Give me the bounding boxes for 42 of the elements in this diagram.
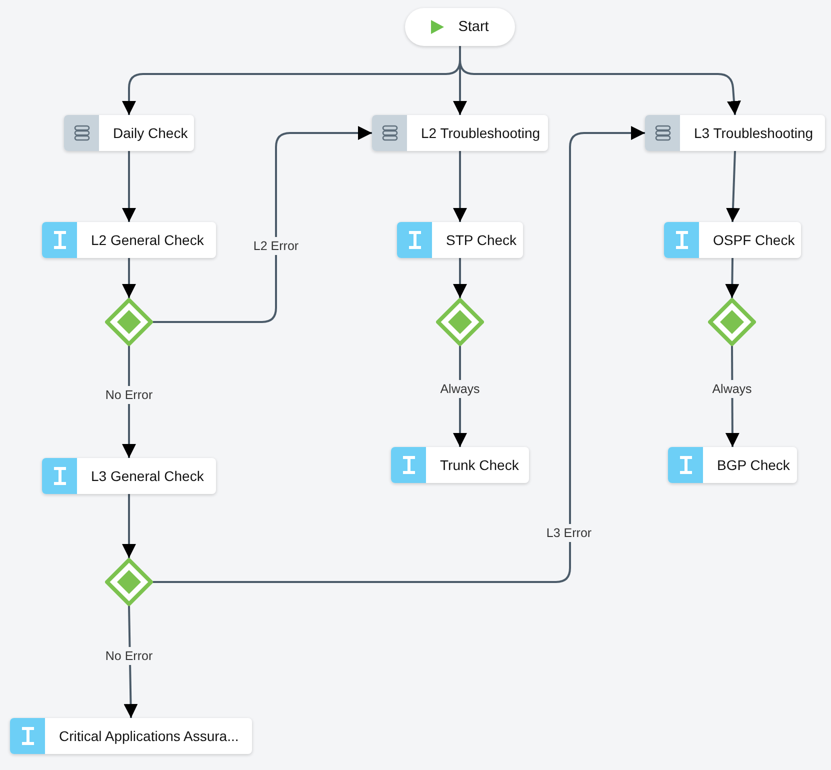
arrow: [122, 494, 136, 558]
arrow: [122, 151, 136, 222]
decision-diamond: [105, 558, 153, 606]
decision-diamond: [436, 298, 484, 346]
decision-diamond: [708, 298, 756, 346]
edge-label: Always: [439, 380, 481, 398]
task-box: [391, 447, 529, 483]
task-box: [42, 458, 216, 494]
task-box: [42, 222, 216, 258]
node-label: L3 Troubleshooting: [693, 124, 814, 143]
node-label: L2 General Check: [90, 231, 205, 250]
node-label: BGP Check: [716, 456, 791, 475]
node-label: STP Check: [445, 231, 518, 250]
node-label: L3 General Check: [90, 467, 205, 486]
start-pill: [405, 8, 515, 46]
node-label: Critical Applications Assura...: [58, 727, 240, 746]
arrow: [153, 126, 372, 323]
task-box: [664, 222, 801, 258]
node-label: Trunk Check: [439, 456, 520, 475]
arrow: [459, 46, 741, 116]
arrow: [453, 258, 467, 298]
task-box: [668, 447, 797, 483]
group-box: [372, 115, 548, 151]
arrow: [725, 258, 740, 298]
node-label: Start: [458, 19, 489, 35]
arrow: [726, 150, 740, 222]
edge-label: Always: [711, 380, 753, 398]
node-label: Daily Check: [112, 124, 189, 143]
task-box: [397, 222, 523, 258]
edge-label: L3 Error: [545, 524, 593, 542]
decision-diamond: [105, 298, 153, 346]
node-label: L2 Troubleshooting: [420, 124, 542, 143]
task-box: [10, 718, 252, 754]
arrow: [122, 258, 136, 298]
group-box: [645, 115, 825, 151]
edge-label: L2 Error: [252, 237, 300, 255]
arrow: [153, 126, 645, 583]
edge-label: No Error: [104, 386, 154, 404]
arrow: [453, 151, 467, 222]
group-box: [64, 115, 194, 151]
node-label: OSPF Check: [712, 231, 796, 250]
edge-label: No Error: [104, 647, 154, 665]
